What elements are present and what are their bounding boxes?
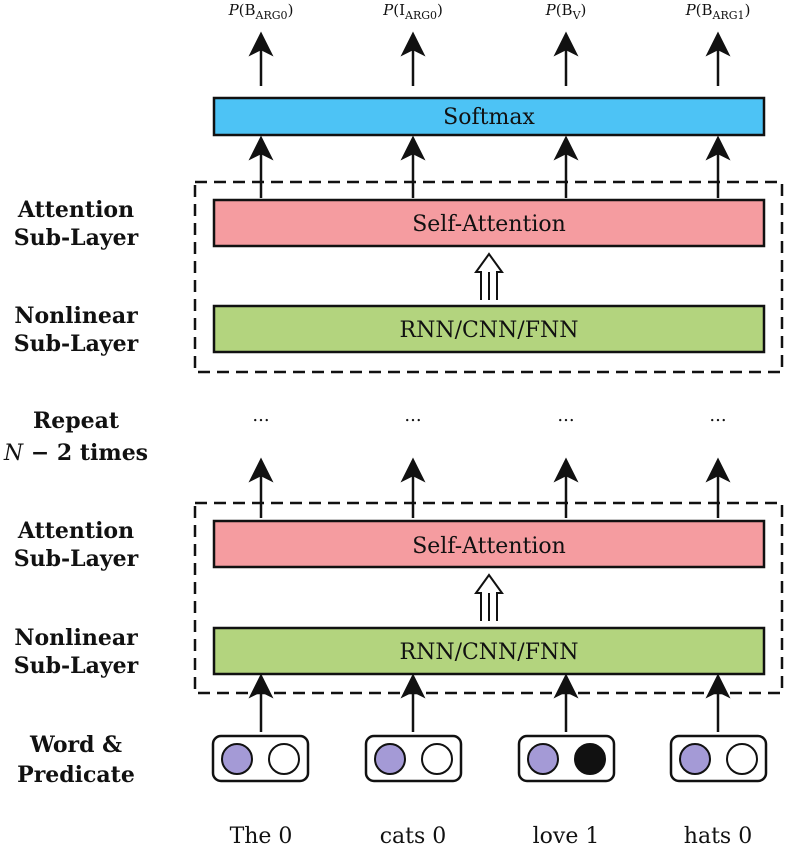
word-token: The 0 (230, 824, 293, 846)
output-label-3: P(BARG1) (685, 1, 751, 22)
nonlinear-box-top (212, 304, 766, 354)
repeat-label-line1: Repeat (33, 408, 120, 434)
nonlinear-sublayer-label-top-line2: Sub-Layer (14, 331, 139, 357)
word-token: hats 0 (684, 824, 752, 846)
ellipsis: ... (557, 405, 574, 426)
self-attention-label-top: Self-Attention (412, 212, 566, 237)
layer-block-top (193, 180, 784, 374)
word-token: cats 0 (380, 824, 447, 846)
attention-sublayer-label-bottom-line1: Attention (17, 518, 134, 544)
input-arrows (248, 673, 731, 732)
ellipsis: ... (404, 405, 421, 426)
layer-block-bottom (193, 501, 784, 695)
output-arrows (248, 31, 731, 86)
embedding-box-3 (669, 734, 768, 783)
word-token: love 1 (533, 824, 600, 846)
embedding-box-1 (364, 734, 463, 783)
word-embedding-circle (374, 743, 406, 775)
word-embedding-circle (527, 743, 559, 775)
embedding-box-0 (211, 734, 310, 783)
self-attention-box-bottom (212, 519, 766, 569)
hollow-arrow-icon (474, 573, 504, 621)
output-label-0: P(BARG0) (228, 1, 294, 22)
nonlinear-sublayer-label-bottom-line1: Nonlinear (14, 625, 138, 651)
attention-sublayer-label-top-line2: Sub-Layer (14, 225, 139, 251)
attention-sublayer-label-bottom-line2: Sub-Layer (14, 546, 139, 572)
output-label-2: P(BV) (545, 1, 587, 22)
softmax-label: Softmax (443, 105, 535, 130)
nonlinear-box-bottom (212, 626, 766, 676)
output-labels: P(BARG0) P(IARG0) P(BV) P(BARG1) (228, 1, 751, 22)
word-embedding-circle (679, 743, 711, 775)
nonlinear-label-top: RNN/CNN/FNN (400, 318, 579, 343)
nonlinear-label-bottom: RNN/CNN/FNN (400, 640, 579, 665)
side-labels: Attention Sub-Layer Nonlinear Sub-Layer … (3, 197, 148, 788)
nonlinear-sublayer-label-bottom-line2: Sub-Layer (14, 653, 139, 679)
output-label-1: P(IARG0) (382, 1, 443, 22)
ellipsis: ... (709, 405, 726, 426)
predicate-indicator-circle (726, 743, 758, 775)
predicate-indicator-circle (574, 743, 606, 775)
input-label-line1: Word & (29, 732, 122, 758)
attention-to-softmax-arrows (248, 135, 731, 198)
word-embedding-circle (221, 743, 253, 775)
predicate-indicator-circle (268, 743, 300, 775)
block-to-ellipsis-arrows (248, 457, 731, 518)
ellipsis: ... (252, 405, 269, 426)
input-label-line2: Predicate (17, 762, 135, 788)
repeat-label-line2: N − 2 times (3, 440, 148, 466)
hollow-arrow-icon (474, 252, 504, 300)
softmax-box (212, 96, 766, 137)
self-attention-label-bottom: Self-Attention (412, 534, 566, 559)
ellipsis-row: ... ... ... ... (252, 405, 726, 426)
nonlinear-sublayer-label-top-line1: Nonlinear (14, 303, 138, 329)
self-attention-box-top (212, 198, 766, 248)
input-words: The 0 cats 0 love 1 hats 0 (230, 824, 753, 846)
input-embeddings (211, 734, 768, 783)
embedding-box-2 (517, 734, 616, 783)
attention-sublayer-label-top-line1: Attention (17, 197, 134, 223)
predicate-indicator-circle (421, 743, 453, 775)
